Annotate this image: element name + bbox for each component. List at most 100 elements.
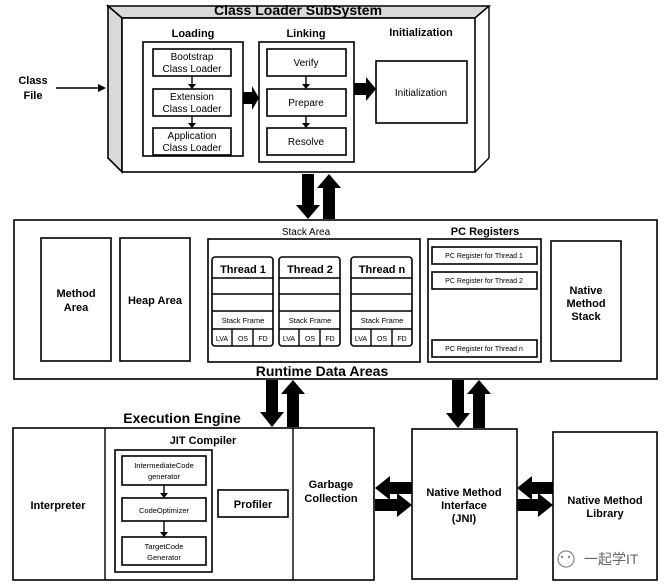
arrow-linking-initialization <box>354 77 376 101</box>
loading-title: Loading <box>172 28 215 40</box>
native-library-label-2: Library <box>586 508 624 520</box>
arrow-runtime-to-execution <box>260 380 284 427</box>
execution-engine: Execution Engine Interpreter JIT Compile… <box>12 410 375 581</box>
extension-class-loader-box <box>152 88 232 117</box>
runtime-data-areas: Runtime Data Areas Method Area Heap Area… <box>13 219 658 380</box>
heap-area-label: Heap Area <box>128 295 183 307</box>
thread-1-lva: LVA <box>216 336 229 343</box>
target-code-label-1: TargetCode <box>145 542 184 551</box>
arrow-verify-prepare <box>302 84 310 89</box>
arrow-execution-to-runtime <box>281 380 305 427</box>
watermark-text: 一起学IT <box>584 551 639 567</box>
jni-label-3: (JNI) <box>452 513 477 525</box>
gc-label-2: Collection <box>304 493 357 505</box>
arrow-intermediate-optimizer <box>160 493 168 498</box>
thread-n-stack-frame-label: Stack Frame <box>361 316 404 325</box>
arrow-optimizer-target <box>160 532 168 537</box>
application-label-2: Class Loader <box>163 143 223 154</box>
jit-compiler-title: JIT Compiler <box>170 435 237 447</box>
arrow-jni-to-execution <box>375 476 412 500</box>
pc-register-thread-1-label: PC Register for Thread 1 <box>445 253 523 260</box>
intermediate-label-1: IntermediateCode <box>134 461 194 470</box>
class-file-label-2: File <box>24 90 43 102</box>
resolve-label: Resolve <box>288 137 325 148</box>
method-area-box <box>40 237 112 362</box>
prepare-label: Prepare <box>288 98 324 109</box>
arrow-loading-linking <box>243 86 259 110</box>
arrow-class-file-in <box>98 84 106 92</box>
thread-2-label: Thread 2 <box>287 264 333 276</box>
arrow-runtime-to-jni <box>446 380 470 428</box>
method-area-label-1: Method <box>56 288 95 300</box>
verify-box <box>266 48 347 77</box>
target-code-label-2: Generator <box>147 553 181 562</box>
native-method-interface-box <box>411 428 518 580</box>
initialization-label: Initialization <box>395 88 447 99</box>
thread-column: Thread 1 Stack Frame LVA OS FD <box>211 256 274 347</box>
thread-column: Thread 2 Stack Frame LVA OS FD <box>278 256 341 347</box>
thread-1-box <box>211 256 274 347</box>
class-loader-side-face <box>107 4 123 174</box>
native-method-stack-box <box>550 240 622 362</box>
linking-title: Linking <box>286 28 325 40</box>
initialization-title: Initialization <box>389 27 453 39</box>
watermark: 一起学IT <box>557 550 639 568</box>
heap-area-box <box>119 237 191 362</box>
thread-n-lva: LVA <box>355 336 368 343</box>
prepare-box <box>266 88 347 117</box>
extension-label-1: Extension <box>170 92 214 103</box>
pc-register-thread-2-label: PC Register for Thread 2 <box>445 278 523 285</box>
thread-2-fd: FD <box>325 336 334 343</box>
arrow-prepare-resolve <box>302 123 310 128</box>
wechat-icon <box>557 550 575 568</box>
gc-label-1: Garbage <box>309 479 354 491</box>
code-optimizer-label: CodeOptimizer <box>139 506 190 515</box>
interpreter-label: Interpreter <box>30 500 86 512</box>
native-stack-label-1: Native <box>569 285 602 297</box>
stack-area-title: Stack Area <box>282 227 331 238</box>
pc-register-thread-n-label: PC Register for Thread n <box>445 346 523 353</box>
arrow-library-to-jni <box>517 476 553 500</box>
thread-2-os: OS <box>305 336 315 343</box>
arrow-execution-to-jni <box>375 493 412 517</box>
thread-n-os: OS <box>377 336 387 343</box>
method-area-label-2: Area <box>64 302 89 314</box>
native-stack-label-3: Stack <box>571 311 601 323</box>
pc-register-thread-n-box <box>431 339 538 358</box>
thread-1-stack-frame-label: Stack Frame <box>222 316 265 325</box>
thread-1-fd: FD <box>258 336 267 343</box>
class-loader-subsystem: Class Loader SubSystem Loading Bootstrap… <box>105 2 492 174</box>
intermediate-code-box <box>121 455 207 486</box>
thread-2-lva: LVA <box>283 336 296 343</box>
resolve-box <box>266 127 347 156</box>
class-file-label-1: Class <box>18 75 47 87</box>
execution-engine-title: Execution Engine <box>123 410 241 426</box>
pc-registers-title: PC Registers <box>451 226 519 238</box>
thread-2-box <box>278 256 341 347</box>
profiler-box <box>217 489 289 518</box>
arrow-jni-to-runtime <box>467 380 491 428</box>
arrow-runtime-to-loader <box>317 174 341 219</box>
thread-n-label: Thread n <box>359 264 406 276</box>
native-stack-label-2: Method <box>566 298 605 310</box>
pc-register-thread-1-box <box>431 246 538 265</box>
class-loader-title: Class Loader SubSystem <box>214 2 382 18</box>
arrow-bootstrap-extension <box>188 84 196 89</box>
thread-n-box <box>350 256 413 347</box>
verify-label: Verify <box>293 58 318 69</box>
jni-label-1: Native Method <box>426 487 501 499</box>
bootstrap-label-2: Class Loader <box>163 64 223 75</box>
arrow-extension-application <box>188 123 196 128</box>
intermediate-label-2: generator <box>148 472 181 481</box>
pc-register-thread-2-box <box>431 271 538 290</box>
bootstrap-label-1: Bootstrap <box>171 52 214 63</box>
thread-1-os: OS <box>238 336 248 343</box>
extension-label-2: Class Loader <box>163 104 223 115</box>
initialization-box <box>375 60 468 124</box>
runtime-title: Runtime Data Areas <box>256 363 389 379</box>
thread-column: Thread n Stack Frame LVA OS FD <box>350 256 413 347</box>
thread-n-fd: FD <box>397 336 406 343</box>
jni-label-2: Interface <box>441 500 487 512</box>
thread-1-label: Thread 1 <box>220 264 266 276</box>
